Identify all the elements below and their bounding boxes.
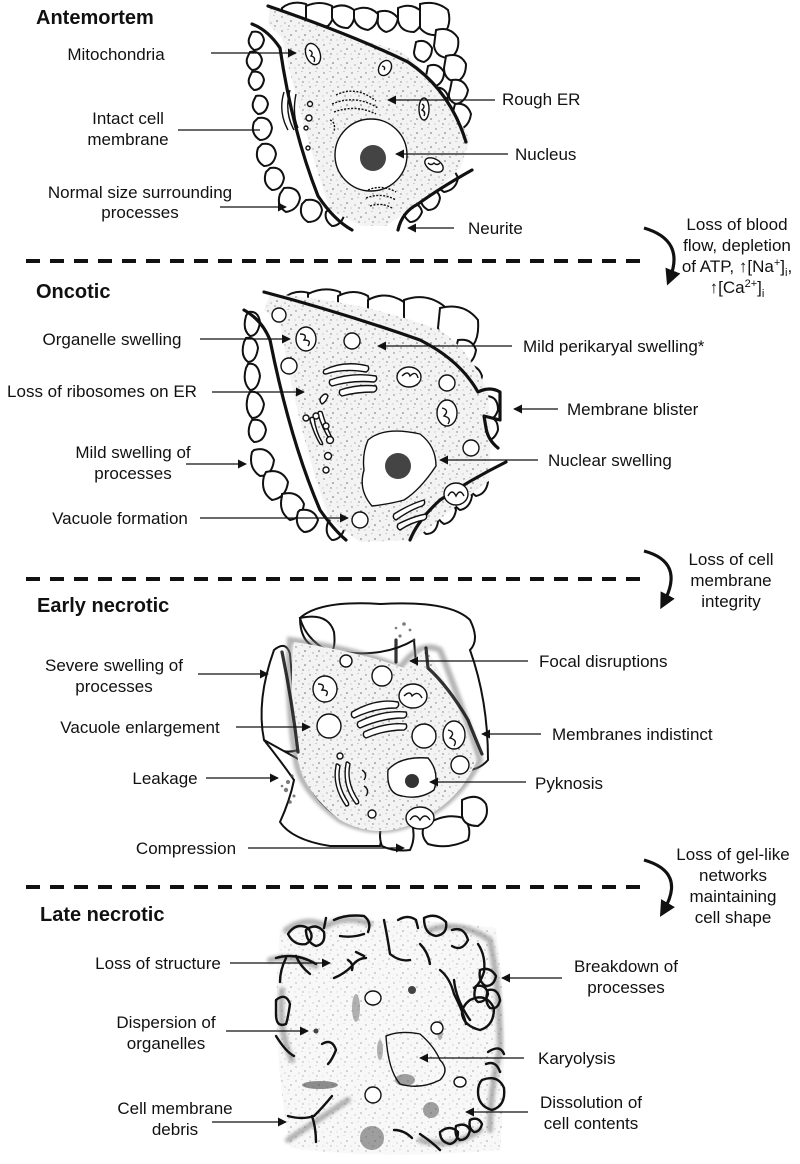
cell-membrane [250,22,354,232]
label-dissolution-1: Dissolution of [540,1093,642,1112]
oncotic-cell [241,288,508,542]
curved-arrow-icon [643,549,675,610]
pyknotic-nucleolus [405,774,419,788]
label-membrane-debris-2: debris [152,1120,198,1139]
label-breakdown-2: processes [587,978,664,997]
stage-title: Antemortem [36,7,154,29]
transition-2-text: Loss of cell membrane integrity [688,550,773,611]
swollen-mitochondria [295,326,469,506]
label-normal-processes-1: Normal size surrounding [48,183,232,202]
svg-text:membrane: membrane [690,571,771,590]
svg-text:of ATP, ↑[Na+]i,: of ATP, ↑[Na+]i, [682,257,792,279]
curved-arrow-icon [643,858,675,917]
label-intact-membrane-1: Intact cell [92,109,164,128]
stage-title: Oncotic [36,281,110,303]
label-breakdown-1: Breakdown of [574,957,678,976]
label-leakage: Leakage [132,769,197,788]
svg-text:integrity: integrity [701,592,761,611]
nucleolus [360,145,386,171]
label-neurite: Neurite [468,219,523,238]
label-loss-ribosomes: Loss of ribosomes on ER [7,382,197,401]
label-compression: Compression [136,839,236,858]
stage-title: Late necrotic [40,904,164,926]
label-normal-processes-2: processes [101,203,178,222]
svg-text:networks: networks [699,866,767,885]
smooth-er [302,363,428,531]
label-mild-swelling-1: Mild swelling of [75,443,191,462]
label-vacuole-formation: Vacuole formation [52,509,188,528]
cytoplasm [264,294,490,542]
mitochondria [304,42,444,173]
label-focal-disruptions: Focal disruptions [539,652,668,671]
membrane-debris [274,914,506,1152]
label-nuclear-swelling: Nuclear swelling [548,451,672,470]
stage-oncotic: Oncotic [7,281,705,542]
stage-early-necrotic: Early necrotic [37,595,713,858]
label-perikaryal-swelling: Mild perikaryal swelling* [523,337,705,356]
label-dissolution-2: cell contents [544,1114,639,1133]
transition-3-text: Loss of gel-like networks maintaining ce… [676,845,789,927]
label-membrane-debris-1: Cell membrane [117,1099,232,1118]
label-severe-swelling-1: Severe swelling of [45,656,183,675]
svg-text:Loss of gel-like: Loss of gel-like [676,845,789,864]
cell-membrane [280,650,300,754]
label-pyknosis: Pyknosis [535,774,603,793]
label-intact-membrane-2: membrane [87,130,168,149]
svg-text:maintaining: maintaining [690,887,777,906]
antemortem-cell [245,1,474,232]
label-rough-er: Rough ER [502,90,580,109]
curved-arrow-icon [643,226,681,286]
vacuole [364,990,382,1006]
label-mild-swelling-2: processes [94,464,171,483]
label-severe-swelling-2: processes [75,677,152,696]
er [334,700,408,819]
label-membranes-indistinct: Membranes indistinct [552,725,713,744]
svg-text:Loss of blood: Loss of blood [686,215,787,234]
leakage [280,622,416,804]
label-dispersion-1: Dispersion of [116,1013,215,1032]
surrounding-processes [245,1,473,228]
nucleolus [385,453,411,479]
stage-title: Early necrotic [37,595,169,617]
svg-text:cell shape: cell shape [695,908,772,927]
label-vacuole-enlargement: Vacuole enlargement [60,718,220,737]
svg-text:↑[Ca2+]i: ↑[Ca2+]i [710,278,765,300]
label-loss-of-structure: Loss of structure [95,954,221,973]
label-dispersion-2: organelles [127,1034,205,1053]
label-membrane-blister: Membrane blister [567,400,699,419]
svg-text:flow, depletion: flow, depletion [683,236,791,255]
karyolytic-nucleus [385,1031,446,1087]
stage-late-necrotic: Late necrotic [40,904,678,1155]
svg-text:Loss of cell: Loss of cell [688,550,773,569]
label-nucleus: Nucleus [515,145,576,164]
stage-antemortem: Antemortem [36,1,580,238]
cell-membrane [242,308,348,542]
rough-er [329,90,397,209]
label-organelle-swelling: Organelle swelling [43,330,182,349]
label-mitochondria: Mitochondria [67,45,165,64]
transition-1-text: Loss of blood flow, depletion of ATP, ↑[… [682,215,792,300]
vacuoles [271,307,480,529]
enlarged-vacuoles [316,654,470,775]
mitochondria [312,675,466,830]
late-necrotic-cell [267,914,506,1155]
label-karyolysis: Karyolysis [538,1049,615,1068]
